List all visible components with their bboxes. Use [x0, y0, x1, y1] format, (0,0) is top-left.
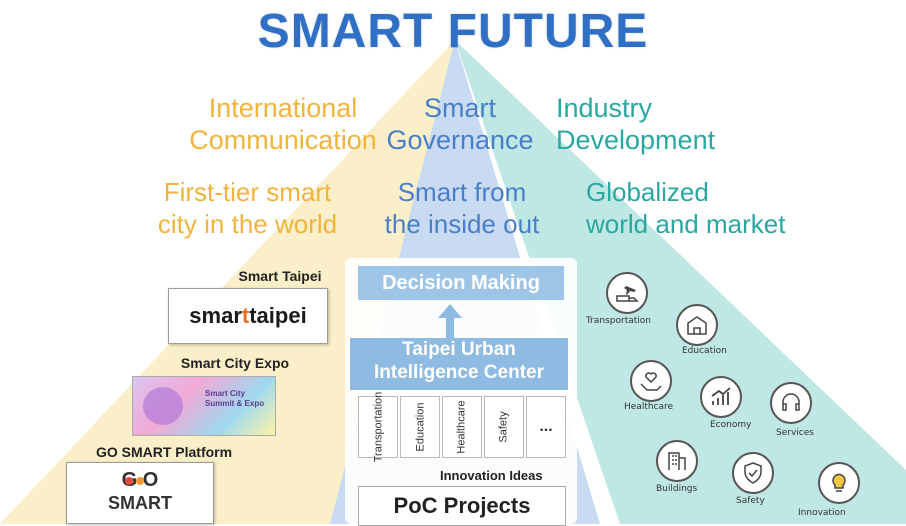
heading-industry: Industry Development [556, 92, 726, 156]
heading-international: International Communication [188, 92, 378, 156]
lightbulb-icon [818, 462, 860, 504]
heart-hand-icon [630, 360, 672, 402]
tuic-line: Taipei Urban [402, 339, 516, 360]
industry-label: Services [776, 428, 814, 438]
heading-line: Smart [423, 93, 496, 123]
industry-label: Healthcare [624, 402, 674, 412]
plane-truck-icon [606, 272, 648, 314]
category-transportation: Transportation [358, 392, 398, 462]
category-label: Safety [498, 411, 510, 443]
heading-line: Communication [189, 125, 377, 155]
category-more: ... [526, 396, 566, 458]
dot [136, 477, 144, 485]
more-label: ... [539, 418, 553, 435]
sub-line: city in the world [157, 209, 338, 239]
smart-taipei-label: Smart Taipei [238, 268, 322, 284]
sub-line: First-tier smart [163, 177, 332, 207]
growth-chart-icon [700, 376, 742, 418]
industry-label: Economy [710, 420, 752, 430]
category-healthcare: Healthcare [442, 396, 482, 458]
decision-making-box: Decision Making [358, 266, 564, 300]
go-smart-bottom: SMART [108, 493, 172, 513]
go-smart-logo: G O SMART [66, 462, 214, 524]
logo-part: smar [189, 303, 242, 328]
sub-governance: Smart from the inside out [372, 176, 552, 240]
dot [125, 477, 133, 485]
main-title: SMART FUTURE [257, 5, 649, 58]
sub-line: world and market [586, 209, 786, 239]
sub-line: Globalized [586, 177, 709, 207]
tuic-box: Taipei Urban Intelligence Center [350, 338, 568, 390]
sub-line: the inside out [384, 209, 540, 239]
expo-poster: Smart City Summit & Expo [132, 376, 276, 436]
go-dots [125, 477, 155, 487]
sub-line: Smart from [397, 177, 527, 207]
industry-label: Safety [736, 496, 765, 506]
logo-accent: t [241, 303, 250, 328]
heading-line: Industry [556, 93, 653, 123]
sub-industry: Globalized world and market [586, 176, 806, 240]
expo-poster-text: Smart City Summit & Expo [205, 389, 265, 408]
industry-label: Buildings [656, 484, 698, 494]
headset-icon [770, 382, 812, 424]
expo-graphic [143, 387, 183, 425]
heading-line: Governance [386, 125, 534, 155]
school-icon [676, 304, 718, 346]
up-arrow [438, 304, 462, 338]
category-label: Transportation [372, 391, 384, 463]
sub-international: First-tier smart city in the world [140, 176, 355, 240]
industry-label: Innovation [798, 508, 846, 518]
category-education: Education [400, 396, 440, 458]
logo-part: taipei [249, 303, 307, 328]
industry-label: Transportation [586, 316, 651, 326]
heading-line: Development [556, 125, 716, 155]
orange-beam [0, 40, 455, 524]
tuic-line: Intelligence Center [374, 362, 544, 383]
category-safety: Safety [484, 396, 524, 458]
heading-line: International [208, 93, 358, 123]
innovation-ideas-label: Innovation Ideas [440, 468, 543, 483]
go-smart-label: GO SMART Platform [95, 444, 233, 460]
poc-projects-box: PoC Projects [358, 486, 566, 526]
shield-icon [732, 452, 774, 494]
category-label: Education [414, 402, 426, 452]
industry-label: Education [682, 346, 727, 356]
heading-governance: Smart Governance [380, 92, 540, 156]
building-icon [656, 440, 698, 482]
category-label: Healthcare [456, 400, 469, 454]
expo-label: Smart City Expo [180, 355, 290, 371]
